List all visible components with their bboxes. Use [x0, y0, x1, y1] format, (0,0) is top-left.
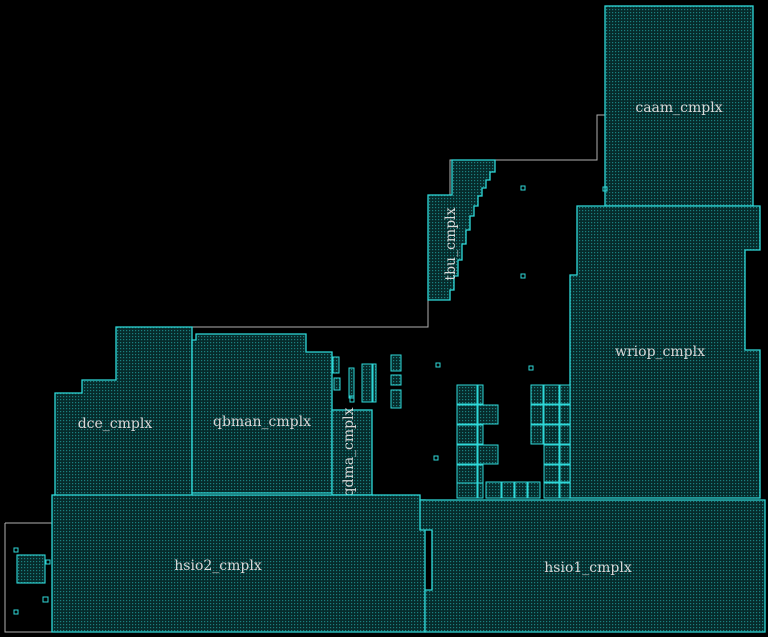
hsio1-label: hsio1_cmplx — [544, 560, 632, 576]
memory-grid-right — [530, 384, 571, 499]
qbman-label: qbman_cmplx — [213, 414, 311, 430]
dce-block[interactable] — [54, 326, 193, 499]
tiny-macro-left-1 — [13, 547, 19, 553]
memory-grid-left — [456, 384, 499, 499]
qdma-label: qdma_cmplx — [341, 407, 357, 496]
tiny-macro-left-3 — [42, 596, 49, 603]
caam-label: caam_cmplx — [635, 100, 722, 116]
tiny-macros-scattered — [433, 185, 608, 461]
small-macros-center — [332, 354, 402, 409]
memory-strip-bottom — [485, 481, 541, 499]
dce-label: dce_cmplx — [78, 416, 153, 432]
tiny-macro-left-4 — [13, 609, 19, 615]
wriop-block[interactable] — [569, 205, 761, 499]
die-boundary-top — [116, 114, 605, 328]
tbu-label: tbu_cmplx — [443, 207, 459, 280]
small-macro-left[interactable] — [16, 554, 46, 584]
hsio2-label: hsio2_cmplx — [174, 558, 262, 574]
tiny-macro-left-2 — [45, 559, 51, 565]
wriop-label: wriop_cmplx — [615, 344, 705, 360]
qdma-block[interactable] — [331, 409, 373, 496]
hsio1-block[interactable] — [419, 499, 766, 633]
tbu-block[interactable] — [427, 159, 496, 301]
